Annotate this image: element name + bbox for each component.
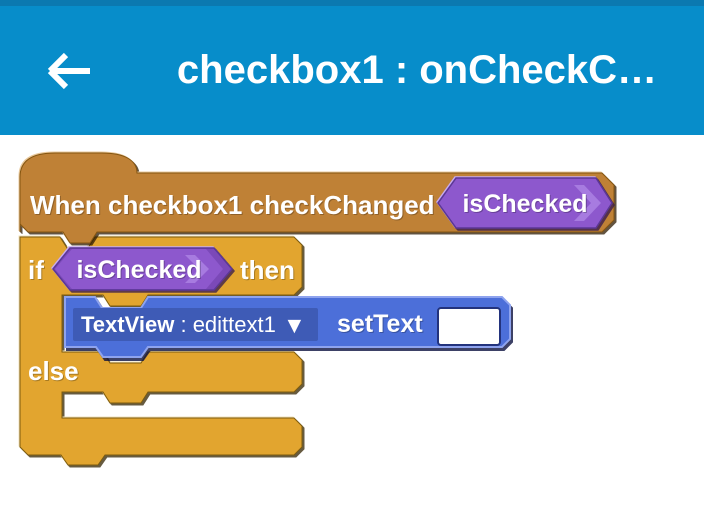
event-param[interactable]: isChecked (437, 177, 613, 229)
back-arrow-icon (47, 52, 90, 89)
editor-canvas[interactable]: if isChecked then else When checkbox1 ch… (0, 135, 704, 518)
variable-highlight-chevron (185, 255, 209, 283)
dropdown-arrow-icon[interactable]: ▼ (283, 312, 306, 338)
view-dropdown[interactable]: TextView : edittext1 ▼ (73, 308, 318, 341)
settext-action-label: setText (337, 310, 423, 338)
param-highlight-chevron (574, 185, 601, 221)
blocks-canvas: if isChecked then else When checkbox1 ch… (19, 152, 615, 466)
ischecked-param-shape[interactable] (437, 177, 613, 229)
condition-label: isChecked (76, 256, 201, 284)
settext-value-input[interactable] (437, 307, 501, 346)
if-label: if (28, 255, 44, 285)
block-event-checkchanged[interactable]: When checkbox1 checkChanged isChecked (19, 152, 615, 244)
ischecked-variable-shape[interactable] (55, 249, 223, 289)
status-bar (0, 0, 704, 6)
view-dropdown-label: TextView : edittext1 (81, 312, 276, 337)
view-dropdown-bg[interactable] (73, 308, 318, 341)
else-label: else (28, 356, 79, 386)
block-if-else[interactable]: if isChecked then else (19, 236, 303, 466)
if-else-block-shape[interactable] (19, 236, 303, 466)
block-settext[interactable]: TextView : edittext1 ▼ setText (64, 296, 511, 358)
back-button[interactable] (36, 43, 100, 99)
app-bar: checkbox1 : onCheckC… (0, 6, 704, 135)
then-label: then (240, 255, 295, 285)
event-param-label: isChecked (462, 190, 587, 218)
condition-socket[interactable]: isChecked (52, 247, 233, 291)
page-title: checkbox1 : onCheckC… (176, 48, 658, 92)
event-label: When checkbox1 checkChanged (30, 190, 435, 220)
